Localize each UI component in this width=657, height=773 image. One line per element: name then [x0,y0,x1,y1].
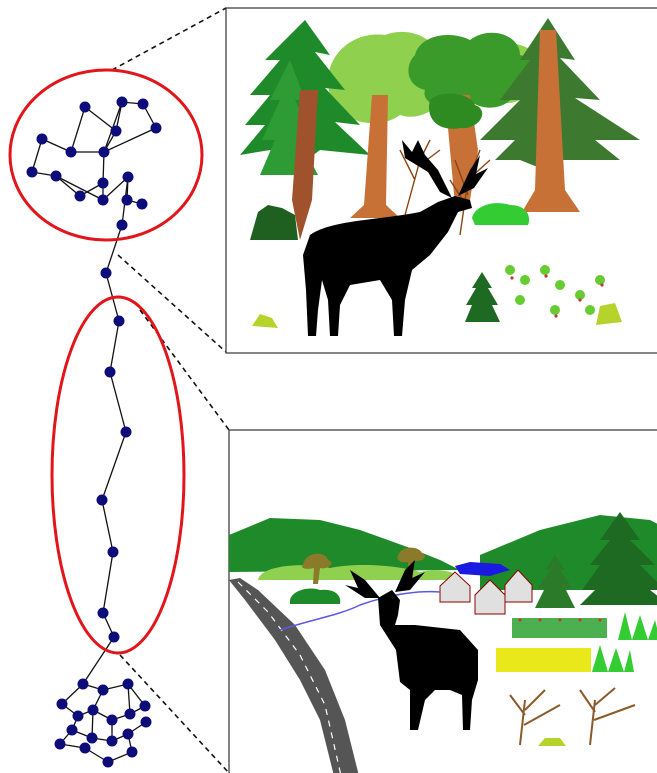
graph-node [109,632,120,643]
graph-node [107,715,118,726]
graph-node [37,134,48,145]
graph-node [107,736,118,747]
graph-node [66,147,77,158]
connector-top-upper [112,8,226,70]
graph-node [117,220,128,231]
graph-node [127,747,138,758]
graph-node [51,171,62,182]
connector-lines [112,8,229,773]
graph-node [67,725,78,736]
graph-node [151,123,162,134]
graph-node [103,757,114,768]
graph-node [141,717,152,728]
graph-node [123,172,134,183]
yellow-crop-field [496,648,591,672]
graph-node [98,195,109,206]
graph-node [73,711,84,722]
graph-node [140,701,151,712]
graph-node [101,268,112,279]
graph-node [80,743,91,754]
forest-panel [226,8,657,353]
graph-node [99,147,110,158]
connector-bottom-upper [140,310,229,430]
graph-node [98,608,109,619]
graph-edge [102,432,126,500]
graph-node [114,316,125,327]
graph-node [125,709,136,720]
highlight-ellipse-corridor [52,297,184,653]
graph-edge [110,321,119,372]
graph-node [111,126,122,137]
graph-edge [106,225,122,273]
graph-node [75,191,86,202]
graph-edge [85,107,116,131]
graph-node [122,195,133,206]
graph-node [98,178,109,189]
graph-node [108,547,119,558]
graph-node [78,679,89,690]
graph-node [137,199,148,210]
graph-node [138,99,149,110]
graph-node [80,102,91,113]
graph-node [97,495,108,506]
graph-node [121,427,132,438]
graph-node [27,167,38,178]
graph-node [123,679,134,690]
graph-node [123,729,134,740]
landscape-panel [229,430,657,773]
graph-node [55,739,66,750]
graph-node [88,705,99,716]
graph-edge [71,107,85,152]
graph-node [57,699,68,710]
network-graph [27,97,162,768]
graph-node [98,685,109,696]
graph-edge [110,372,126,432]
graph-edge [102,500,113,552]
graph-node [117,97,128,108]
graph-edge [103,552,113,613]
graph-node [105,367,116,378]
graph-node [87,733,98,744]
